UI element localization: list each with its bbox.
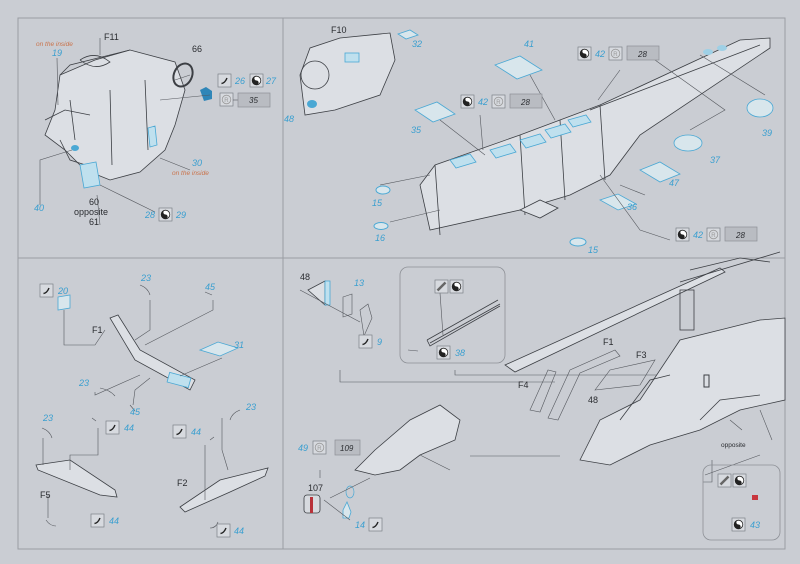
part-number-23: 23 (78, 378, 89, 388)
part-number-41: 41 (524, 39, 534, 49)
part-number-23: 23 (42, 413, 53, 423)
part-label-opposite: opposite (721, 442, 746, 449)
part-number-44: 44 (124, 423, 134, 433)
resin-icon (706, 227, 721, 242)
bend-icon (105, 420, 120, 435)
bend-icon (368, 517, 383, 532)
bend-icon (216, 523, 231, 538)
bend-icon (90, 513, 105, 528)
part-label-f3: F3 (636, 350, 647, 360)
part-number-28: 28 (144, 210, 155, 220)
part-number-19: 19 (52, 48, 62, 58)
part-number-14: 14 (355, 520, 365, 530)
part-label-f11: F11 (104, 32, 119, 42)
panel-canopy-assembly (299, 251, 786, 541)
part-number-39: 39 (762, 128, 772, 138)
resin-part-28: 28 (637, 50, 647, 59)
bend-icon (358, 334, 373, 349)
part-number-23: 23 (140, 273, 151, 283)
note-on-the-inside: on the inside (36, 41, 73, 48)
part-label-48: 48 (588, 395, 598, 405)
part-label-66: 66 (192, 44, 202, 54)
yin-yang-icon (158, 207, 173, 222)
paint-icon (716, 472, 733, 489)
part-number-49: 49 (298, 443, 308, 453)
part-number-23: 23 (245, 402, 256, 412)
part-number-48: 48 (284, 114, 294, 124)
part-number-13: 13 (354, 278, 364, 288)
resin-icon (219, 92, 234, 107)
bend-icon (217, 73, 232, 88)
part-number-44: 44 (109, 516, 119, 526)
part-number-31: 31 (234, 340, 244, 350)
resin-part-35: 35 (249, 96, 258, 105)
part-label-107: 107 (308, 483, 323, 493)
part-label-f5: F5 (40, 490, 51, 500)
panel-nose-fuselage (39, 38, 212, 226)
part-number-30: 30 (192, 158, 202, 168)
panel-canopy-frames (35, 284, 269, 529)
part-number-47: 47 (669, 178, 680, 188)
part-number-20: 20 (57, 286, 68, 296)
part-number-29: 29 (175, 210, 186, 220)
part-number-9: 9 (377, 337, 382, 347)
part-label-f10: F10 (331, 25, 347, 35)
part-number-35: 35 (411, 125, 422, 135)
part-number-42: 42 (693, 230, 703, 240)
sheet-border (17, 17, 786, 550)
yin-yang-icon (731, 517, 746, 532)
part-label-48: 48 (300, 272, 310, 282)
part-number-45: 45 (130, 407, 141, 417)
paint-icon (433, 278, 450, 295)
yin-yang-icon (577, 46, 592, 61)
part-number-36: 36 (627, 202, 637, 212)
resin-icon (312, 440, 327, 455)
part-number-16: 16 (375, 233, 385, 243)
resin-icon (491, 94, 506, 109)
part-label-61: 61 (89, 217, 99, 227)
part-label-60: 60 (89, 197, 99, 207)
yin-yang-icon (732, 473, 747, 488)
part-number-43: 43 (750, 520, 760, 530)
part-number-40: 40 (34, 203, 44, 213)
part-number-44: 44 (191, 427, 201, 437)
part-number-37: 37 (710, 155, 721, 165)
yin-yang-icon (249, 73, 264, 88)
part-number-15: 15 (588, 245, 599, 255)
part-number-32: 32 (412, 39, 422, 49)
part-number-26: 26 (234, 76, 245, 86)
part-number-42: 42 (595, 49, 605, 59)
part-label-f2: F2 (177, 478, 188, 488)
part-label-f1: F1 (92, 325, 103, 335)
yin-yang-icon (460, 94, 475, 109)
part-label-f1: F1 (603, 337, 614, 347)
part-label-opposite: opposite (74, 207, 108, 217)
resin-icon (608, 46, 623, 61)
note-on-the-inside: on the inside (172, 170, 209, 177)
part-label-f4: F4 (518, 380, 529, 390)
resin-part-109: 109 (340, 444, 354, 453)
bend-icon (172, 424, 187, 439)
resin-part-28: 28 (735, 231, 745, 240)
bend-icon (39, 283, 54, 298)
part-number-42: 42 (478, 97, 488, 107)
part-number-38: 38 (455, 348, 465, 358)
part-number-45: 45 (205, 282, 216, 292)
panel-fuselage-top (299, 29, 774, 247)
part-number-27: 27 (265, 76, 277, 86)
part-number-44: 44 (234, 526, 244, 536)
yin-yang-icon (675, 227, 690, 242)
yin-yang-icon (449, 279, 464, 294)
yin-yang-icon (436, 345, 451, 360)
part-number-15: 15 (372, 198, 383, 208)
resin-part-28: 28 (520, 98, 530, 107)
